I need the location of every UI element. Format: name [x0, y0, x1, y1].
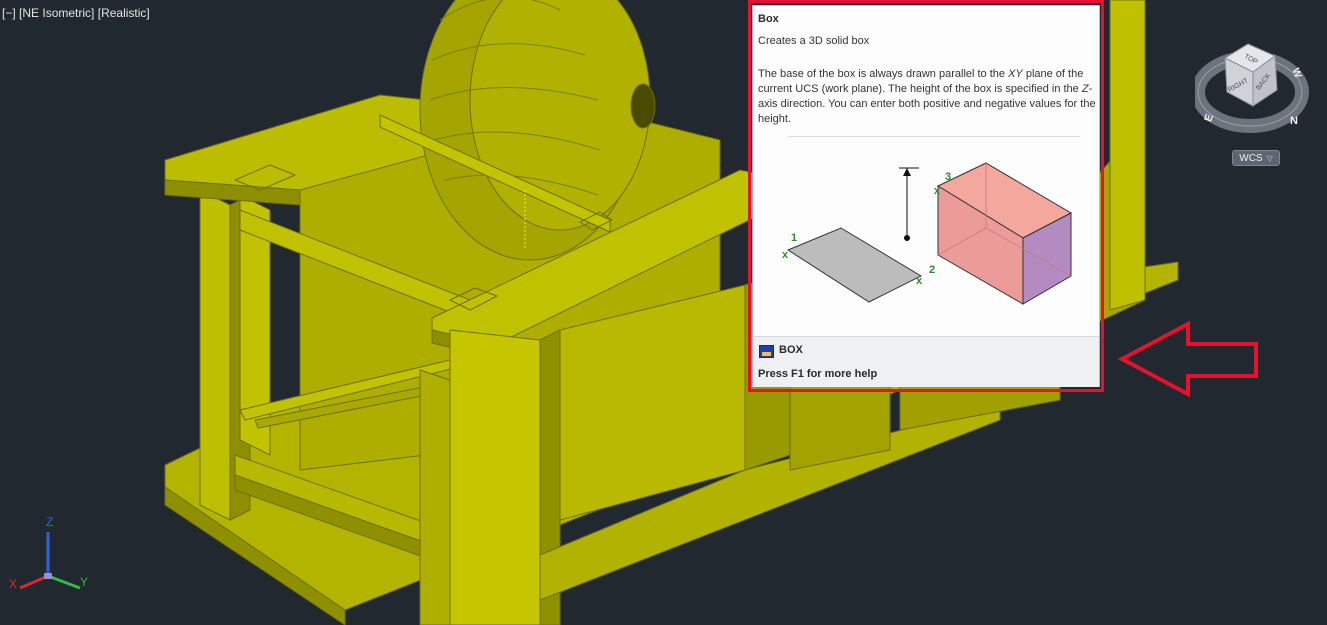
- desc-text-1: The base of the box is always drawn para…: [758, 68, 1009, 80]
- ucs-x-label: X: [9, 577, 17, 591]
- illustration-marker-3: x: [934, 185, 941, 197]
- viewport-controls-label: [−] [NE Isometric] [Realistic]: [2, 6, 150, 20]
- visual-style-control[interactable]: [Realistic]: [97, 6, 150, 20]
- illustration-point-3: 3: [945, 171, 951, 183]
- ucs-z-label: Z: [46, 515, 53, 529]
- box-command-icon: [759, 345, 774, 358]
- tooltip-description: The base of the box is always drawn para…: [758, 67, 1098, 127]
- illustration-point-2: 2: [929, 264, 935, 276]
- viewport-menu-control[interactable]: [−]: [2, 6, 16, 20]
- ucs-y-label: Y: [80, 575, 88, 589]
- view-preset-control[interactable]: [NE Isometric]: [19, 6, 95, 20]
- tooltip-footer: BOX Press F1 for more help: [753, 336, 1099, 387]
- tooltip-subtitle: Creates a 3D solid box: [758, 35, 870, 47]
- ucs-axes-graphic: Z Y X: [9, 515, 88, 591]
- tooltip-command-name: BOX: [779, 344, 803, 356]
- compass-west-label[interactable]: W: [1290, 67, 1304, 80]
- illustration-marker-1: x: [782, 249, 789, 261]
- left-arrow-annotation-icon: [1112, 318, 1262, 405]
- wcs-menu-button[interactable]: WCS ▽: [1232, 150, 1280, 166]
- arrow-graphic: [1117, 320, 1258, 398]
- desc-z-term: Z: [1081, 83, 1089, 95]
- desc-xy-term: XY: [1008, 68, 1023, 80]
- illustration-marker-2: x: [916, 275, 923, 287]
- ucs-icon: Z Y X: [6, 512, 100, 602]
- desc-text-2: plane of the current UCS (work plane). T…: [758, 68, 1084, 95]
- box-command-tooltip: Box Creates a 3D solid box The base of t…: [752, 5, 1100, 387]
- box-illustration-graphic: 1 x 2 x 3 x: [782, 162, 1073, 305]
- tooltip-separator: [788, 136, 1080, 137]
- desc-text-3: -axis direction. You can enter both posi…: [758, 83, 1096, 125]
- illustration-point-1: 1: [791, 232, 797, 244]
- compass-east-label[interactable]: E: [1202, 112, 1216, 123]
- box-illustration: 1 x 2 x 3 x: [771, 158, 1091, 323]
- chevron-down-icon: ▽: [1266, 153, 1273, 163]
- compass-north-label[interactable]: N: [1290, 115, 1298, 127]
- viewcube-graphic: TOP RIGHT BACK N W E: [1191, 43, 1309, 133]
- wcs-label: WCS: [1239, 152, 1263, 164]
- tooltip-highlight-frame: [748, 0, 1104, 392]
- tooltip-help-hint: Press F1 for more help: [758, 368, 878, 380]
- tooltip-title: Box: [758, 13, 779, 25]
- viewcube[interactable]: TOP RIGHT BACK N W E: [1191, 36, 1315, 166]
